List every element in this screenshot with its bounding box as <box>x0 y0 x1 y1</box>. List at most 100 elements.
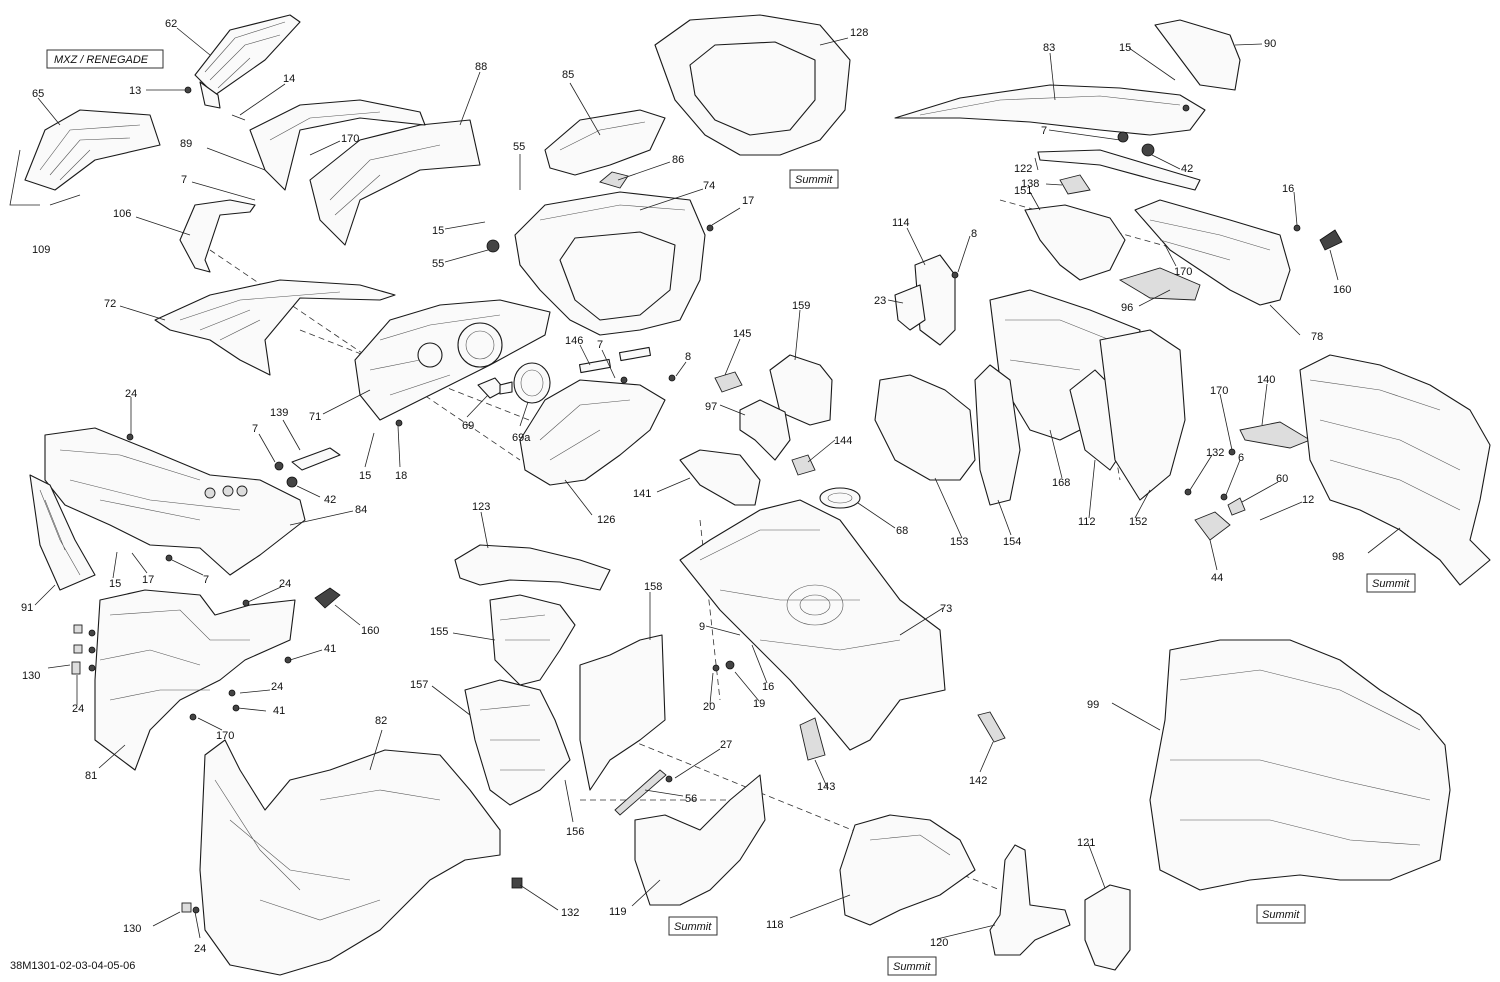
callout-41a: 41 <box>324 643 336 655</box>
tag-summit-4: Summit <box>674 921 712 933</box>
callout-7e: 7 <box>1041 125 1047 137</box>
part-56-strip <box>614 769 667 816</box>
callout-90: 90 <box>1264 38 1276 50</box>
part-114-bracket <box>914 254 956 346</box>
part-140-strip <box>1239 421 1312 449</box>
callout-153: 153 <box>950 536 968 548</box>
tag-summit-2: Summit <box>1372 578 1410 590</box>
part-86-clip <box>599 171 629 189</box>
callout-9: 9 <box>699 621 705 633</box>
callout-84: 84 <box>355 504 367 516</box>
callout-170b: 170 <box>216 730 234 742</box>
tag-summit-1: Summit <box>795 174 833 186</box>
callout-112: 112 <box>1078 516 1096 528</box>
callout-121: 121 <box>1077 837 1095 849</box>
callout-17a: 17 <box>742 195 754 207</box>
callout-168: 168 <box>1052 477 1070 489</box>
part-84-side-panel <box>44 427 306 576</box>
fasteners <box>71 86 1301 914</box>
part-120-bracket <box>989 844 1071 956</box>
callout-109: 109 <box>32 244 50 256</box>
part-73-console <box>679 499 946 751</box>
variant-tags: MXZ / RENEGADE Summit Summit Summit Summ… <box>46 49 1416 976</box>
callout-7c: 7 <box>252 423 258 435</box>
part-74-gauge-housing <box>514 191 706 336</box>
callout-7a: 7 <box>181 174 187 186</box>
callout-6: 6 <box>1238 452 1244 464</box>
callout-123: 123 <box>472 501 490 513</box>
part-97-bracket <box>739 399 791 461</box>
part-144-clip <box>791 454 816 476</box>
part-99-large-panel <box>1149 639 1451 891</box>
part-23-bracket <box>894 284 926 331</box>
callout-44: 44 <box>1211 572 1223 584</box>
callout-130b: 130 <box>123 923 141 935</box>
callout-73: 73 <box>940 603 952 615</box>
callout-126: 126 <box>597 514 615 526</box>
part-62-vent <box>194 14 301 109</box>
callout-55b: 55 <box>432 258 444 270</box>
callout-138: 138 <box>1021 178 1039 190</box>
part-96-clip <box>1118 267 1201 301</box>
callout-83: 83 <box>1043 42 1055 54</box>
part-126-housing <box>519 379 666 486</box>
callout-74: 74 <box>703 180 715 192</box>
callout-98: 98 <box>1332 551 1344 563</box>
callout-114: 114 <box>892 217 910 229</box>
callout-146: 146 <box>565 335 583 347</box>
callout-132a: 132 <box>561 907 579 919</box>
part-60-clip <box>1227 497 1246 516</box>
callout-86: 86 <box>672 154 684 166</box>
part-98-tunnel <box>1299 354 1491 586</box>
part-128-frame <box>654 14 851 156</box>
part-65-vent <box>24 109 161 191</box>
callout-numbers: 62 13 14 65 109 88 89 170 7 106 72 85 86… <box>21 18 1351 955</box>
callout-16b: 16 <box>1282 183 1294 195</box>
tag-mxz-renegade: MXZ / RENEGADE <box>54 54 149 66</box>
callout-65: 65 <box>32 88 44 100</box>
callout-91: 91 <box>21 602 33 614</box>
callout-7d: 7 <box>203 574 209 586</box>
callout-24b: 24 <box>279 578 291 590</box>
callout-160b: 160 <box>1333 284 1351 296</box>
callout-151: 151 <box>1014 185 1032 197</box>
part-154-panel <box>974 364 1021 506</box>
callout-8a: 8 <box>685 351 691 363</box>
part-69a-cap <box>513 362 551 404</box>
part-152-panel <box>1099 329 1186 501</box>
callout-139: 139 <box>270 407 288 419</box>
part-123-trim <box>454 544 611 591</box>
callout-170a: 170 <box>341 133 359 145</box>
part-72-upper-frame <box>154 279 396 376</box>
part-160-knob <box>314 587 341 609</box>
part-118-panel <box>839 814 976 926</box>
callout-106: 106 <box>113 208 131 220</box>
callout-156: 156 <box>566 826 584 838</box>
callout-12: 12 <box>1302 494 1314 506</box>
callout-15b: 15 <box>359 470 371 482</box>
part-138-plate <box>1059 174 1091 195</box>
part-44-clip <box>1194 511 1231 541</box>
part-90-vent <box>1154 19 1241 91</box>
callout-85: 85 <box>562 69 574 81</box>
callout-159: 159 <box>792 300 810 312</box>
callout-27: 27 <box>720 739 732 751</box>
part-121-trim <box>1084 884 1131 971</box>
callout-118: 118 <box>766 919 784 931</box>
part-158-panel <box>579 634 666 791</box>
callout-68: 68 <box>896 525 908 537</box>
part-88-panel <box>309 119 481 246</box>
part-157-duct <box>464 679 571 806</box>
callout-14: 14 <box>283 73 295 85</box>
part-141-bracket <box>679 449 761 506</box>
part-89-panel <box>249 99 426 191</box>
callout-71: 71 <box>309 411 321 423</box>
callout-120: 120 <box>930 937 948 949</box>
callout-96: 96 <box>1121 302 1133 314</box>
part-139-decal <box>291 447 341 471</box>
callout-15c: 15 <box>109 578 121 590</box>
callout-99: 99 <box>1087 699 1099 711</box>
callout-81: 81 <box>85 770 97 782</box>
callout-24a: 24 <box>125 388 137 400</box>
callout-140: 140 <box>1257 374 1275 386</box>
